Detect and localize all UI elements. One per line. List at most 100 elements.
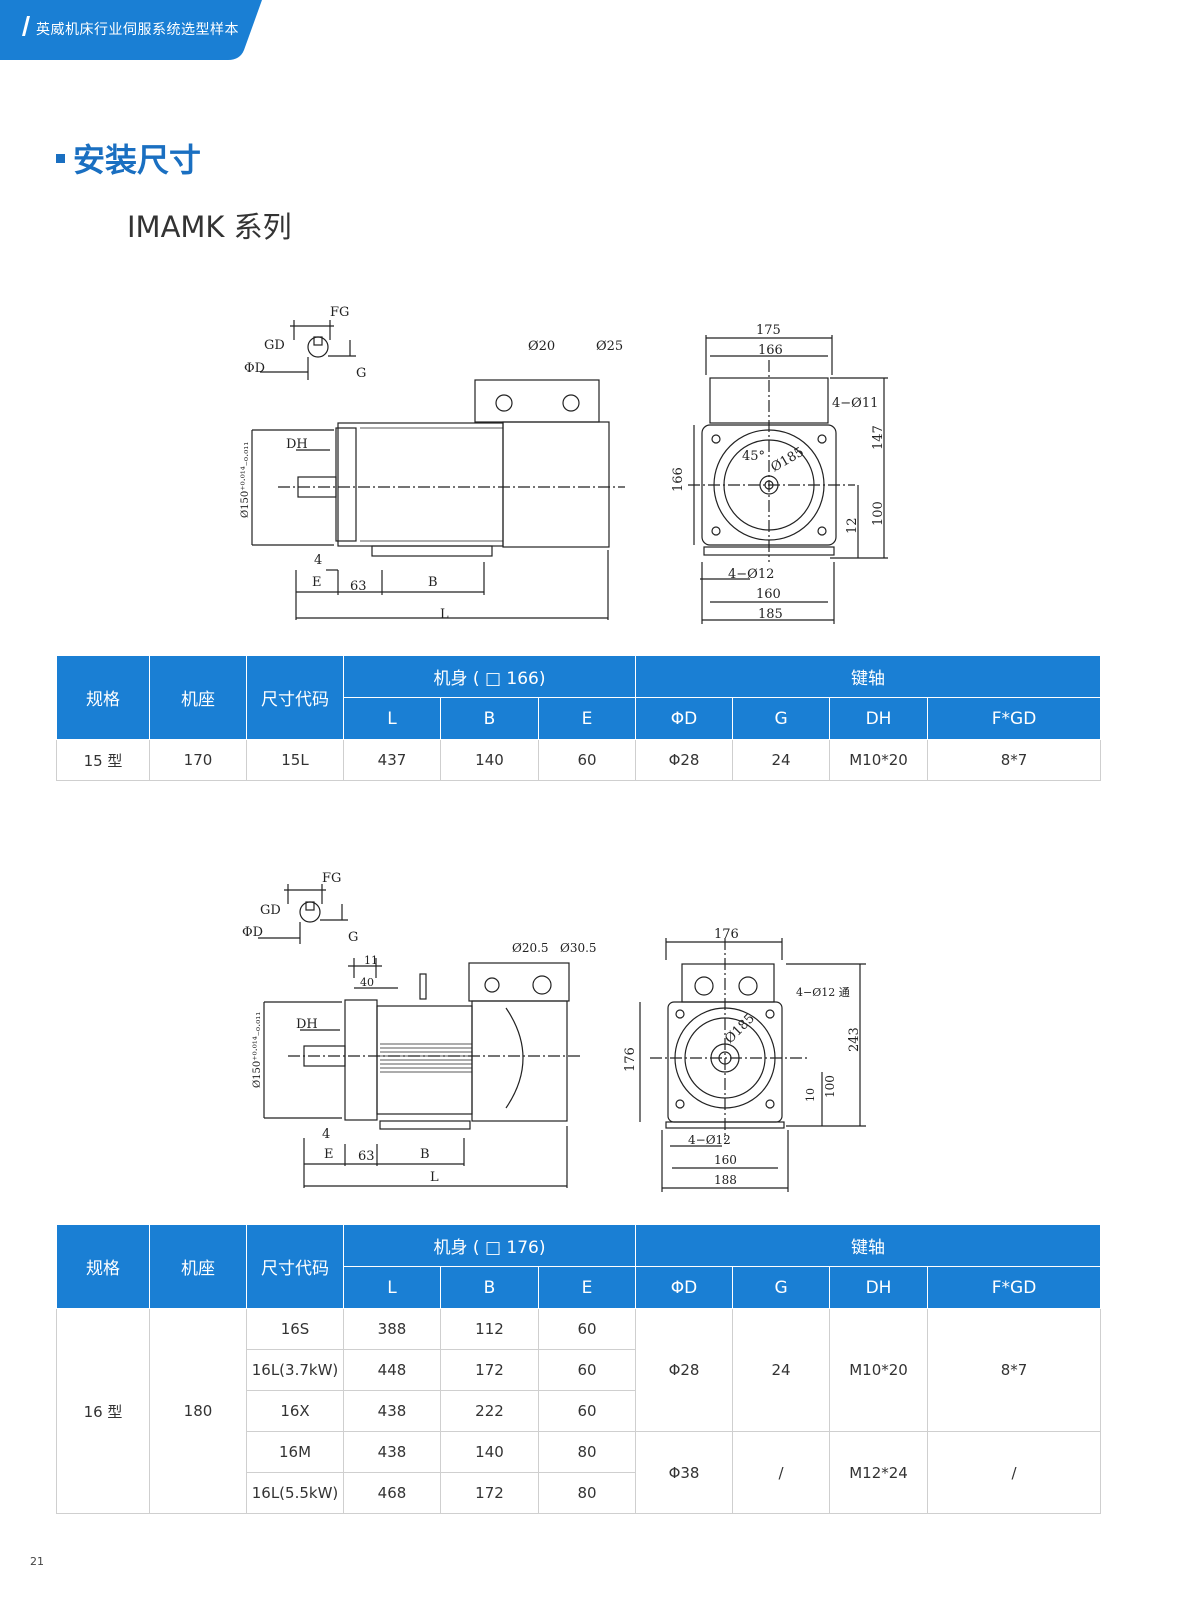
label-12: 12 bbox=[845, 517, 860, 534]
dimension-drawing-15: FG GD ΦD G Ø20 Ø25 DH Ø150⁺⁰·⁰¹⁴₋₀.₀₁₁ 4… bbox=[240, 305, 888, 624]
th-l: L bbox=[343, 697, 441, 740]
label-176: 176 bbox=[714, 927, 739, 942]
cell-code: 16S bbox=[246, 1308, 344, 1350]
dimension-drawing-16: FG GD ΦD G Ø20.5 Ø30.5 11 40 DH Ø150⁺⁰·⁰… bbox=[242, 871, 866, 1192]
label-gd-2: GD bbox=[260, 903, 281, 918]
table-row: 16L(5.5kW) 468 172 80 bbox=[57, 1472, 1101, 1514]
cell-base: 170 bbox=[149, 739, 247, 781]
table-row: 16L(3.7kW) 448 172 60 bbox=[57, 1349, 1101, 1391]
th-code: 尺寸代码 bbox=[246, 655, 344, 740]
cell-code: 16L(3.7kW) bbox=[246, 1349, 344, 1391]
label-10: 10 bbox=[804, 1088, 817, 1102]
page-number: 21 bbox=[30, 1555, 44, 1568]
label-four-2: 4 bbox=[322, 1127, 330, 1142]
label-four: 4 bbox=[314, 553, 322, 568]
th-e-2: E bbox=[537, 1266, 637, 1309]
cell-l: 438 bbox=[343, 1390, 441, 1432]
cell-l: 388 bbox=[343, 1308, 441, 1350]
label-40: 40 bbox=[360, 976, 374, 989]
label-fg: FG bbox=[330, 305, 349, 320]
label-h176: 176 bbox=[623, 1047, 638, 1072]
th-spec-2: 规格 bbox=[56, 1224, 150, 1309]
cell-l: 448 bbox=[343, 1349, 441, 1391]
cell-l: 438 bbox=[343, 1431, 441, 1473]
th-dh-2: DH bbox=[829, 1266, 929, 1309]
label-4d12-top: 4−Ø12 通 bbox=[796, 986, 850, 999]
cell-code: 16L(5.5kW) bbox=[246, 1472, 344, 1514]
cell-spec: 15 型 bbox=[56, 739, 150, 781]
th-shaft-2: 键轴 bbox=[635, 1224, 1102, 1267]
label-d20: Ø20 bbox=[528, 339, 555, 354]
th-spec: 规格 bbox=[56, 655, 150, 740]
label-45: 45° bbox=[742, 449, 765, 464]
section-title: 安装尺寸 bbox=[56, 135, 201, 181]
cell-code: 16X bbox=[246, 1390, 344, 1432]
header-tab: 英威机床行业伺服系统选型样本 bbox=[0, 0, 270, 62]
label-dia150: Ø150⁺⁰·⁰¹⁴₋₀.₀₁₁ bbox=[240, 442, 251, 518]
cell-g: 24 bbox=[732, 739, 831, 781]
label-4d12: 4−Ø12 bbox=[728, 567, 774, 582]
section-title-text: 安装尺寸 bbox=[73, 141, 202, 179]
cell-b: 112 bbox=[440, 1308, 539, 1350]
spec-table-16: 规格 机座 尺寸代码 机身 ( □ 176) 键轴 L B E ΦD G DH … bbox=[56, 1224, 1102, 1514]
cell-dh: M10*20 bbox=[829, 739, 929, 781]
th-body-2: 机身 ( □ 176) bbox=[342, 1224, 637, 1267]
label-d: ΦD bbox=[244, 361, 265, 376]
series-subtitle: IMAMK 系列 bbox=[127, 210, 292, 244]
label-4d12-2: 4−Ø12 bbox=[688, 1133, 731, 1147]
label-e-2: E bbox=[324, 1147, 334, 1162]
cell-g-b: / bbox=[732, 1431, 831, 1514]
th-l-2: L bbox=[343, 1266, 441, 1309]
spec-table-15: 规格 机座 尺寸代码 机身 ( □ 166) 键轴 L B E ΦD G DH … bbox=[56, 655, 1102, 781]
cell-l: 437 bbox=[343, 739, 441, 781]
label-e: E bbox=[312, 575, 322, 590]
cell-fgd-b: / bbox=[927, 1431, 1102, 1514]
cell-code: 15L bbox=[246, 739, 344, 781]
label-188: 188 bbox=[714, 1173, 737, 1187]
label-g-2: G bbox=[348, 930, 358, 945]
label-b-2: B bbox=[420, 1147, 430, 1162]
label-dia150-2: Ø150⁺⁰·⁰¹⁴₋₀.₀₁₁ bbox=[252, 1012, 263, 1088]
cell-e: 60 bbox=[537, 1308, 637, 1350]
th-base: 机座 bbox=[149, 655, 247, 740]
th-base-2: 机座 bbox=[149, 1224, 247, 1309]
cell-e: 60 bbox=[537, 739, 637, 781]
cell-base-16: 180 bbox=[149, 1308, 247, 1514]
cell-fgd-a: 8*7 bbox=[927, 1308, 1102, 1432]
label-dh: DH bbox=[286, 437, 308, 452]
label-h166: 166 bbox=[671, 467, 686, 492]
th-dh: DH bbox=[829, 697, 929, 740]
label-dh-2: DH bbox=[296, 1017, 318, 1032]
th-phid: ΦD bbox=[635, 697, 734, 740]
cell-e: 60 bbox=[537, 1349, 637, 1391]
cell-b: 140 bbox=[440, 1431, 539, 1473]
label-147: 147 bbox=[871, 425, 886, 450]
cell-b: 222 bbox=[440, 1390, 539, 1432]
label-d-2: ΦD bbox=[242, 925, 263, 940]
label-63: 63 bbox=[350, 579, 367, 594]
th-fgd: F*GD bbox=[927, 697, 1102, 740]
label-d305: Ø30.5 bbox=[560, 941, 597, 955]
label-160: 160 bbox=[756, 587, 781, 602]
table-row: 16M 438 140 80 Φ38 / M12*24 / bbox=[57, 1431, 1102, 1514]
th-fgd-2: F*GD bbox=[927, 1266, 1102, 1309]
cell-b: 172 bbox=[440, 1472, 539, 1514]
label-d185: Ø185 bbox=[769, 445, 807, 476]
cell-e: 60 bbox=[537, 1390, 637, 1432]
cell-phid: Φ28 bbox=[635, 739, 734, 781]
label-175: 175 bbox=[756, 323, 781, 338]
th-code-2: 尺寸代码 bbox=[246, 1224, 344, 1309]
th-b-2: B bbox=[440, 1266, 539, 1309]
label-100-2: 100 bbox=[823, 1075, 837, 1098]
table-row: 16 型 180 16S 388 112 60 Φ28 24 M10*20 8*… bbox=[56, 1308, 1102, 1514]
label-63-2: 63 bbox=[358, 1149, 375, 1164]
label-166: 166 bbox=[758, 343, 783, 358]
title-bullet bbox=[56, 153, 65, 163]
header-tab-shape bbox=[0, 0, 262, 60]
cell-fgd: 8*7 bbox=[927, 739, 1102, 781]
label-100: 100 bbox=[871, 501, 886, 526]
label-l-2: L bbox=[430, 1170, 439, 1185]
cell-e: 80 bbox=[537, 1431, 637, 1473]
th-body: 机身 ( □ 166) bbox=[342, 655, 637, 698]
cell-dh-b: M12*24 bbox=[829, 1431, 929, 1514]
